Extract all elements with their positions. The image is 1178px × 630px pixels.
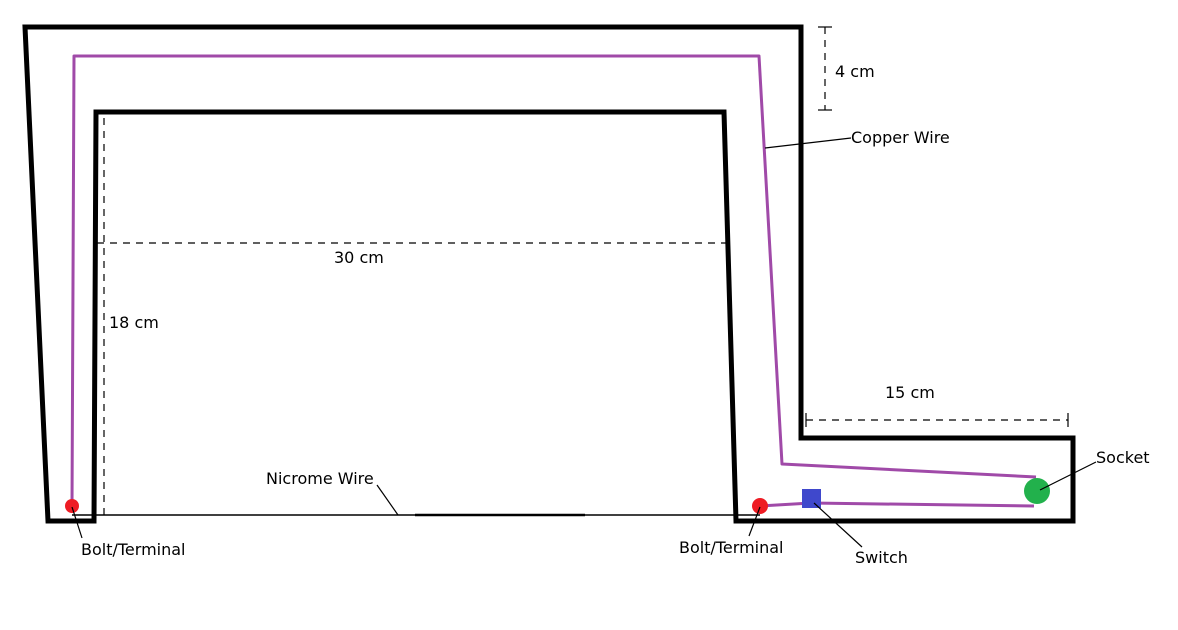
switch-label: Switch [855,548,908,567]
frame-outline [22,24,1076,524]
left-terminal-icon [65,499,79,513]
socket-leader [1039,461,1097,491]
nichrome-wire-label: Nicrome Wire [266,469,374,488]
dim-30cm-label: 30 cm [334,248,384,267]
right-terminal-label: Bolt/Terminal [679,538,784,557]
copper-wire-return [759,501,1035,508]
copper-wire-leader [764,137,852,149]
switch-leader [813,502,863,548]
copper-wire-label: Copper Wire [851,128,950,147]
left-terminal-leader [71,506,83,539]
dim-18cm-label: 18 cm [109,313,159,332]
copper-wire [70,54,1037,507]
dim-4cm-label: 4 cm [835,62,875,81]
dim-15cm-label: 15 cm [885,383,935,402]
socket-label: Socket [1096,448,1150,467]
socket-icon [1024,478,1050,504]
nichrome-wire-leader [376,484,399,516]
right-terminal-leader [748,506,761,537]
switch-icon [802,489,821,508]
right-terminal-icon [752,498,768,514]
left-terminal-label: Bolt/Terminal [81,540,186,559]
